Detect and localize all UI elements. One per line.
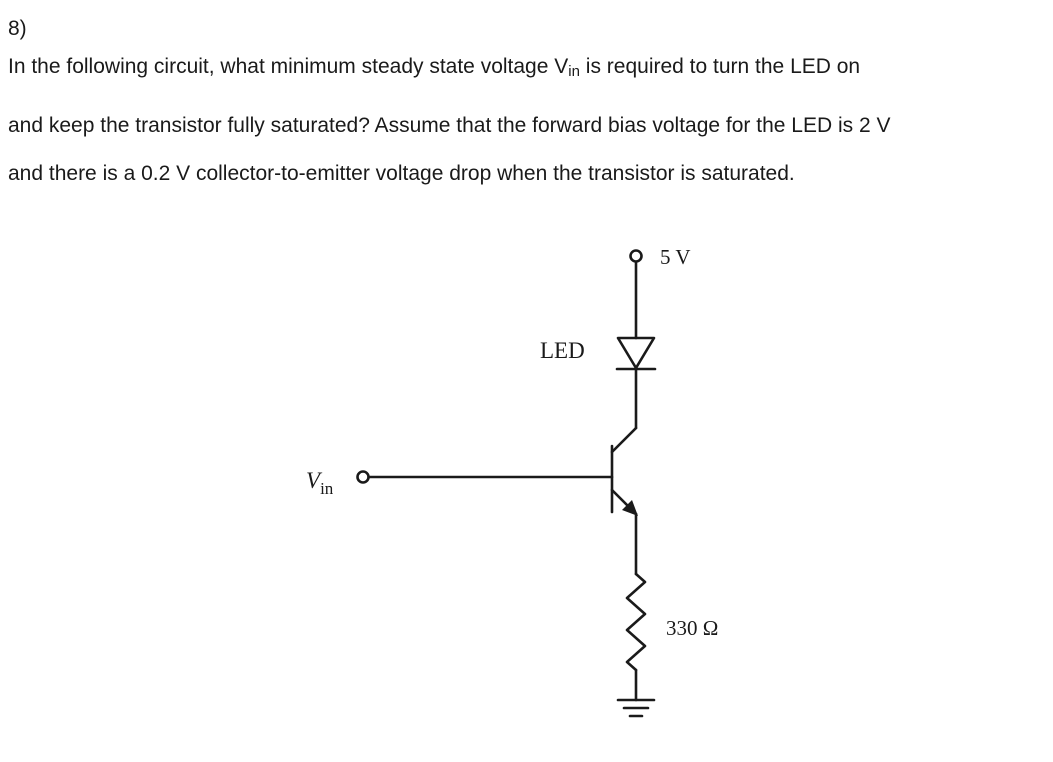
resistor xyxy=(625,572,647,672)
emitter-arrow xyxy=(622,500,638,516)
question-line-1-end: is required to turn the LED on xyxy=(579,55,861,78)
vin-label-subscript: in xyxy=(320,479,334,498)
vin-label-symbol: V xyxy=(306,468,323,493)
question-number: 8) xyxy=(8,17,27,40)
question-line-1-start: In the following circuit, what minimum s… xyxy=(8,55,555,78)
resistor-value-label: 330 Ω xyxy=(666,616,718,640)
supply-voltage-label: 5 V xyxy=(660,245,691,269)
question-line-2: and keep the transistor fully saturated?… xyxy=(8,114,891,137)
question-line-3: and there is a 0.2 V collector-to-emitte… xyxy=(8,162,795,185)
question-line-1: In the following circuit, what minimum s… xyxy=(8,52,1048,87)
question-vin-symbol: V xyxy=(554,55,569,78)
vin-terminal xyxy=(356,470,370,484)
led-label: LED xyxy=(540,338,585,363)
question-block: 8) In the following circuit, what minimu… xyxy=(8,14,1048,189)
supply-terminal xyxy=(629,249,643,263)
vin-label: Vin xyxy=(306,468,334,498)
led-diode xyxy=(616,336,656,370)
question-vin-subscript: in xyxy=(568,63,580,80)
collector-lead xyxy=(610,426,638,454)
